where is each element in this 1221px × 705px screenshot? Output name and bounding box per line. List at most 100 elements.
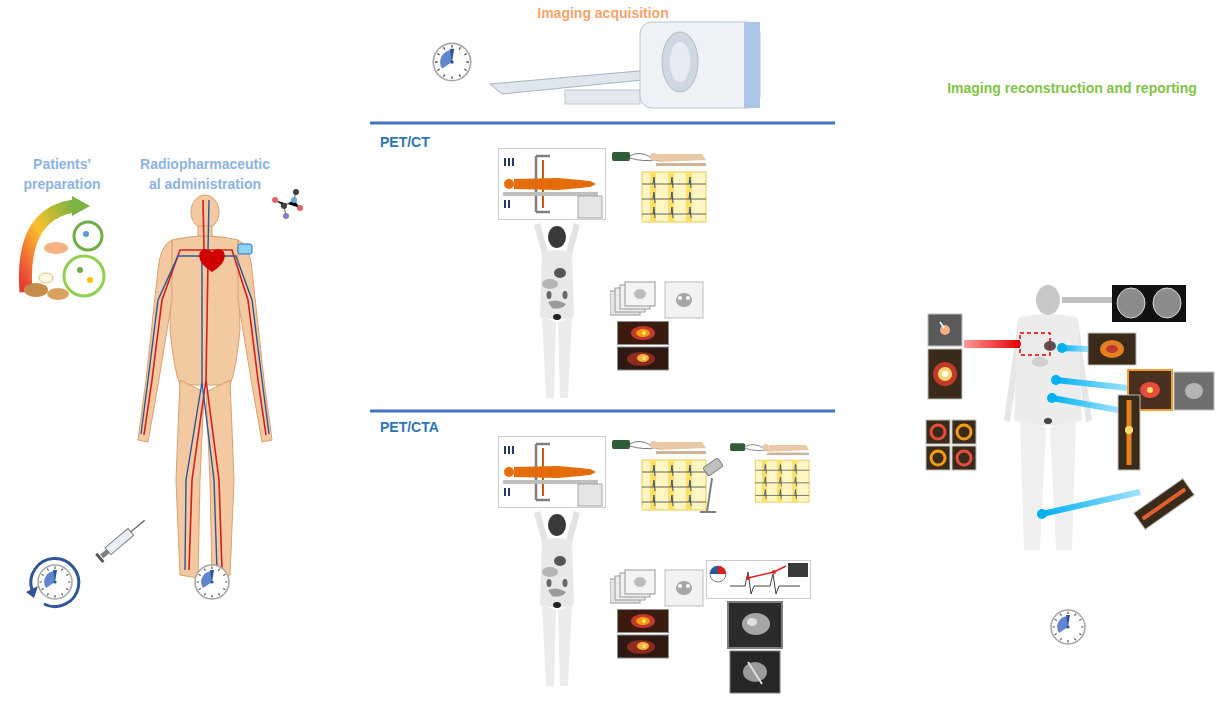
finding-thumbnails	[1051, 375, 1061, 385]
cardiac-finding-callout	[940, 322, 944, 328]
diet-preparation-icon	[39, 273, 53, 283]
diet-preparation-icon	[83, 231, 89, 237]
finding-thumbnails	[1134, 479, 1195, 530]
whole-body-pet-figure	[1032, 357, 1048, 367]
step-heading: Patients' preparation	[12, 154, 112, 195]
section-divider	[370, 122, 835, 125]
pet-ct-protocol-picture	[612, 152, 706, 222]
finding-thumbnails	[1140, 382, 1160, 398]
diet-preparation-icon	[47, 288, 69, 300]
molecule-icon	[297, 205, 303, 211]
cardiac-finding-callout	[926, 314, 1050, 470]
brain-ct-thumbnail	[1153, 288, 1181, 318]
human-body-figure	[138, 195, 272, 578]
ct-angiography-picture	[707, 561, 811, 599]
whole-body-pet-figure	[1036, 285, 1060, 315]
human-body-figure	[144, 200, 266, 570]
pet-ct-protocol-picture	[610, 282, 703, 318]
clock-icon	[195, 565, 229, 599]
diet-preparation-icon	[74, 222, 102, 250]
protocol-heading: PET/CTA	[380, 417, 439, 437]
finding-thumbnails	[1047, 393, 1057, 403]
human-body-figure	[138, 195, 272, 578]
diet-preparation-icon	[72, 196, 90, 216]
molecule-icon	[275, 192, 300, 216]
ct-angiography-picture	[728, 602, 782, 648]
clock-icon	[1051, 610, 1085, 644]
clock-icon	[26, 586, 38, 598]
pet-scanner-picture	[565, 90, 640, 104]
cardiac-finding-callout	[931, 425, 945, 439]
pet-scanner-picture	[744, 22, 760, 108]
ct-angiography-picture	[718, 566, 726, 574]
pet-cta-protocol-picture	[499, 437, 707, 687]
finding-thumbnails	[1088, 333, 1136, 365]
syringe-icon	[100, 549, 109, 558]
finding-thumbnails	[1037, 509, 1047, 519]
pet-scanner-picture	[662, 32, 698, 92]
whole-body-pet-figure	[1044, 418, 1052, 424]
pet-ct-protocol-picture	[499, 149, 606, 220]
molecule-icon	[281, 203, 287, 209]
cardiac-finding-callout	[933, 362, 957, 386]
molecule-icon	[272, 189, 303, 219]
ct-angiography-picture	[747, 618, 757, 626]
ct-angiography-picture	[730, 651, 780, 693]
step-heading: Imaging acquisition	[537, 3, 668, 23]
clock-icon	[26, 559, 79, 607]
clock-icon	[195, 565, 229, 599]
brain-ct-thumbnail	[1062, 297, 1112, 303]
finding-thumbnails	[1100, 340, 1124, 358]
ct-angiography-picture	[700, 478, 716, 512]
human-body-figure	[238, 240, 272, 442]
clock-icon	[433, 43, 470, 80]
pet-scanner-picture	[640, 22, 760, 108]
ct-angiography-picture	[700, 443, 811, 693]
clock-icon	[31, 559, 79, 607]
step-heading: Imaging reconstruction and reporting	[947, 78, 1197, 98]
syringe-icon	[131, 520, 145, 532]
brain-ct-thumbnail	[1062, 285, 1186, 322]
finding-thumbnails	[1147, 387, 1153, 393]
molecule-icon	[283, 213, 289, 219]
cardiac-finding-callout	[940, 325, 950, 335]
finding-thumbnails	[1057, 343, 1067, 353]
ct-angiography-picture	[710, 566, 726, 582]
finding-thumbnails	[1042, 492, 1140, 514]
ct-angiography-picture	[788, 563, 808, 577]
cardiac-finding-callout	[942, 371, 948, 377]
human-body-figure	[170, 236, 240, 385]
cardiac-finding-callout	[928, 349, 962, 399]
finding-thumbnails	[1056, 380, 1128, 388]
cardiac-finding-callout	[964, 340, 1020, 348]
cardiac-finding-callout	[938, 367, 952, 381]
cardiac-finding-callout	[931, 451, 945, 465]
pet-cta-protocol-picture	[499, 437, 606, 508]
human-body-figure	[138, 240, 172, 442]
pet-ct-protocol-picture	[534, 223, 580, 398]
pet-scanner-picture	[670, 42, 690, 82]
human-body-figure	[238, 244, 252, 254]
molecule-icon	[291, 197, 297, 203]
ct-angiography-picture	[748, 662, 762, 684]
cardiac-finding-callout	[952, 420, 976, 444]
diet-preparation-icon	[87, 277, 93, 283]
finding-thumbnails	[1052, 398, 1118, 410]
cardiac-finding-callout	[952, 446, 976, 470]
diet-preparation-icon	[24, 283, 48, 297]
cardiac-finding-callout	[957, 425, 971, 439]
syringe-icon	[95, 516, 148, 563]
whole-body-pet-figure	[1020, 420, 1076, 550]
clock-icon	[38, 565, 72, 599]
finding-thumbnails	[1185, 383, 1203, 399]
pet-cta-protocol-picture	[534, 511, 580, 686]
human-body-figure	[199, 249, 225, 272]
finding-thumbnails	[1143, 489, 1186, 519]
diet-preparation-icon	[44, 242, 68, 254]
pet-cta-protocol-picture	[618, 610, 669, 659]
human-body-figure	[191, 195, 219, 229]
ct-angiography-picture	[730, 443, 809, 502]
step-heading: Radiopharmaceutic al administration	[133, 154, 278, 195]
diet-preparation-icon	[77, 267, 83, 273]
